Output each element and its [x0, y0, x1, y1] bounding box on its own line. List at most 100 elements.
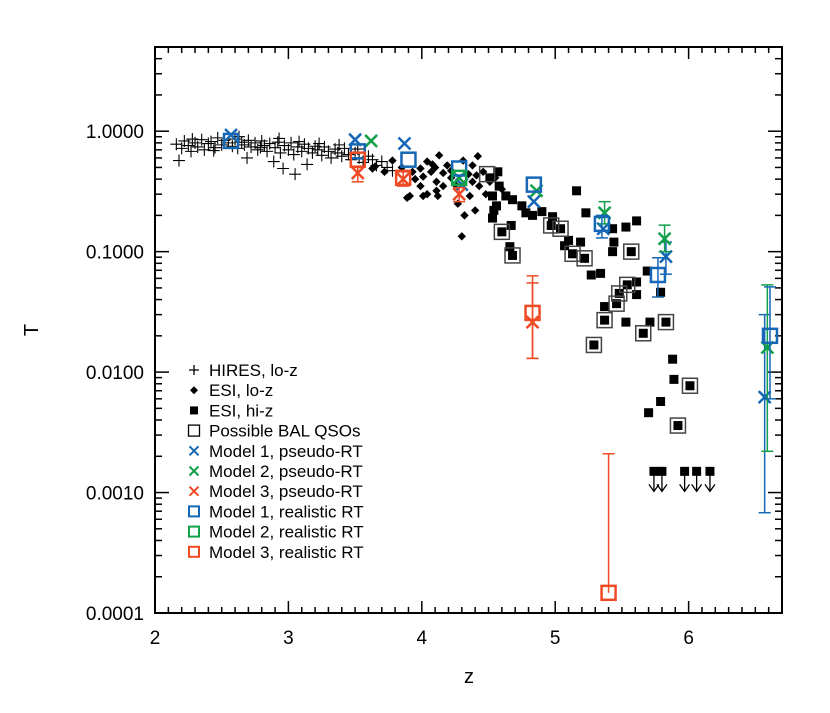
- data-point: [685, 381, 695, 391]
- series-model-1-realistic-rt: [222, 132, 779, 400]
- data-point: [241, 151, 254, 164]
- legend-marker: [190, 406, 198, 415]
- data-point: [251, 143, 264, 156]
- data-point: [537, 207, 547, 217]
- data-point: [402, 193, 412, 202]
- bal-qso-marker: [610, 285, 628, 302]
- data-point: [191, 140, 204, 153]
- data-point: [593, 215, 611, 233]
- series-model-2-realistic-rt: [450, 169, 468, 187]
- data-point: [626, 247, 636, 257]
- data-point: [608, 224, 618, 234]
- legend-marker: [188, 505, 200, 518]
- data-point: [656, 397, 666, 407]
- data-point: [301, 158, 314, 171]
- data-point: [656, 287, 666, 297]
- data-point: [432, 186, 441, 195]
- upper-limit-arrow-icon: [679, 471, 691, 493]
- bal-qso-marker: [635, 325, 652, 342]
- data-point: [418, 172, 428, 181]
- y-tick-label: 0.1000: [86, 243, 144, 264]
- data-point: [644, 408, 654, 418]
- legend-marker: [190, 386, 198, 395]
- legend-label: Model 2, realistic RT: [209, 523, 364, 542]
- data-point: [638, 328, 648, 338]
- data-point: [489, 205, 499, 215]
- bal-qso-marker: [552, 220, 569, 237]
- x-tick-label: 5: [550, 628, 561, 649]
- data-point: [368, 164, 377, 173]
- data-point: [546, 220, 556, 230]
- x-tick-label: 2: [150, 628, 161, 649]
- data-point: [438, 168, 448, 178]
- data-point: [632, 290, 642, 300]
- legend-marker: [188, 485, 200, 497]
- data-point: [621, 317, 631, 327]
- data-point: [349, 143, 367, 160]
- data-point: [521, 208, 531, 218]
- data-point: [600, 584, 617, 602]
- data-point: [580, 253, 590, 263]
- data-point: [282, 143, 295, 156]
- data-point: [450, 169, 468, 187]
- x-tick-label: 3: [283, 628, 294, 649]
- data-point: [295, 145, 308, 158]
- data-point: [293, 135, 306, 148]
- data-point: [600, 302, 610, 312]
- data-point: [198, 143, 211, 156]
- data-point: [202, 137, 215, 150]
- bal-qso-marker: [585, 336, 603, 354]
- data-point: [438, 181, 448, 191]
- data-point: [525, 176, 543, 193]
- data-point: [673, 421, 683, 431]
- bal-qso-marker: [623, 243, 640, 260]
- data-point: [589, 340, 599, 350]
- data-point: [548, 212, 558, 222]
- bal-qso-marker: [493, 223, 511, 241]
- data-point: [287, 148, 300, 161]
- data-point: [645, 317, 655, 327]
- data-point: [600, 315, 610, 325]
- data-point: [596, 221, 611, 236]
- data-point: [657, 231, 672, 246]
- series-model-3-realistic-rt: [349, 151, 617, 602]
- data-point: [186, 133, 199, 146]
- data-marks: [170, 128, 779, 602]
- data-point: [350, 166, 365, 180]
- data-point: [614, 288, 624, 298]
- data-point: [494, 181, 504, 191]
- data-point: [285, 136, 298, 149]
- data-point: [289, 168, 302, 181]
- data-point: [478, 167, 488, 177]
- data-point: [215, 138, 228, 151]
- data-point: [408, 167, 417, 177]
- data-point: [632, 277, 642, 287]
- data-point: [468, 161, 477, 170]
- data-point: [322, 145, 335, 158]
- data-point: [568, 249, 578, 259]
- data-point: [269, 141, 282, 154]
- data-point: [416, 181, 425, 191]
- bal-qso-marker: [608, 295, 625, 312]
- data-point: [492, 201, 502, 211]
- data-point: [185, 145, 198, 158]
- data-point: [669, 374, 679, 384]
- legend-marker: [188, 525, 200, 538]
- data-point: [205, 135, 218, 148]
- data-point: [432, 177, 441, 187]
- data-point: [364, 134, 378, 148]
- data-point: [255, 134, 268, 147]
- data-point: [457, 232, 467, 241]
- data-point: [211, 131, 224, 144]
- legend-label: Model 1, realistic RT: [209, 502, 364, 521]
- series-possible-bal-qsos: [478, 165, 699, 434]
- data-point: [524, 304, 541, 322]
- data-point: [460, 211, 469, 220]
- data-point: [306, 146, 319, 159]
- data-point: [586, 270, 596, 280]
- data-point: [481, 189, 491, 199]
- data-point: [609, 237, 619, 247]
- data-point: [572, 186, 582, 196]
- data-point: [649, 266, 667, 284]
- bal-qso-marker: [669, 417, 687, 434]
